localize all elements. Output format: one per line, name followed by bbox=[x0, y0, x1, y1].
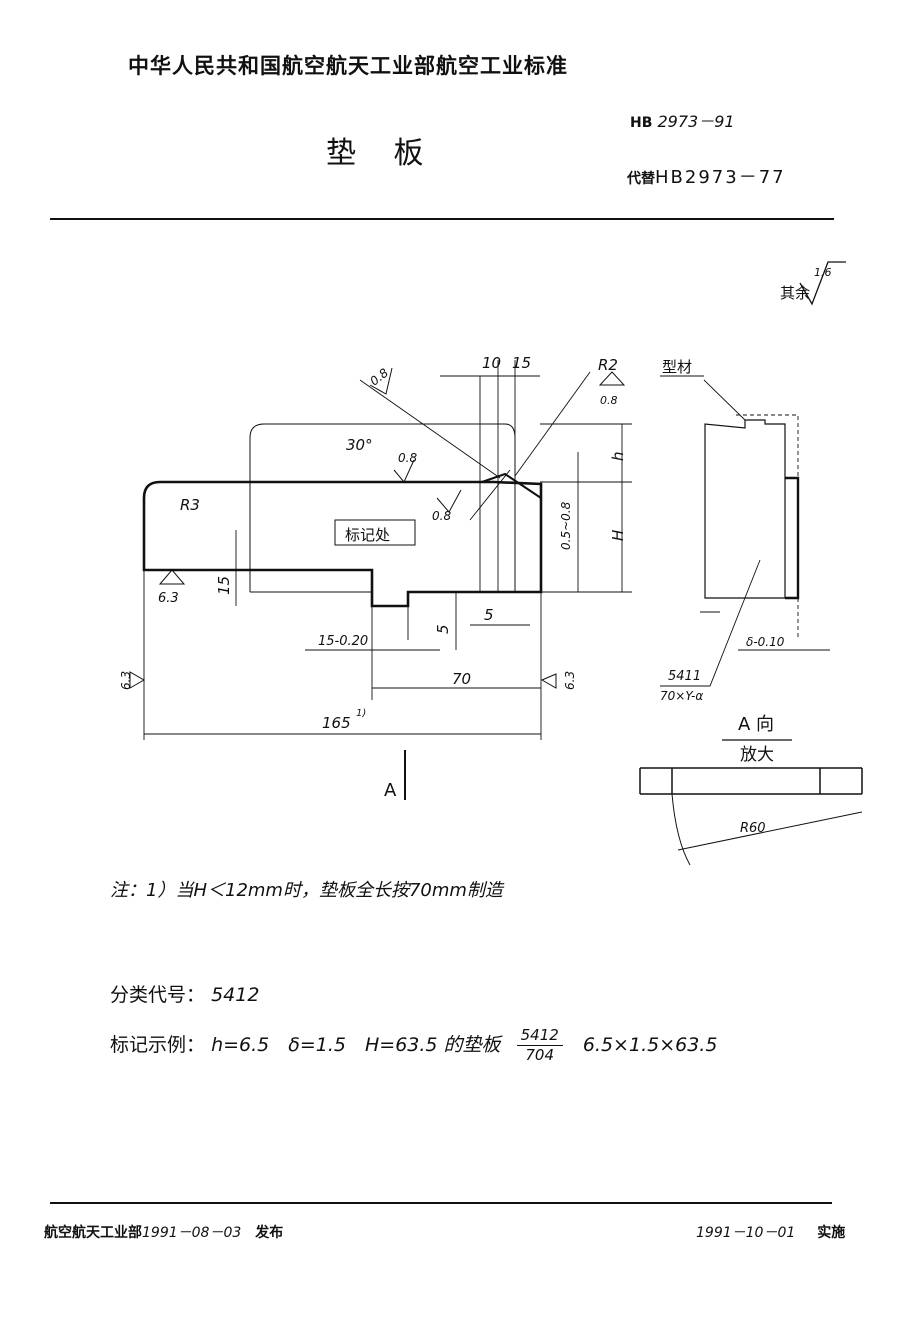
section-profile bbox=[704, 419, 786, 599]
footnote-mark: 1) bbox=[356, 708, 366, 719]
marking-frac-den: 704 bbox=[525, 1046, 555, 1064]
footer-issuer: 航空航天工业部1991－08－03 发布 bbox=[44, 1222, 283, 1242]
roughness-rest-value: 1.6 bbox=[814, 266, 832, 279]
label-marking-area: 标记处 bbox=[345, 526, 390, 544]
issue-date: 1991－08－03 bbox=[142, 1225, 242, 1241]
section-label: 型材 bbox=[662, 358, 692, 376]
footer-effective: 1991－10－01 实施 bbox=[696, 1222, 845, 1242]
dim-70: 70 bbox=[452, 670, 471, 688]
roughness-value-3: 0.8 bbox=[432, 509, 451, 523]
class-code-label: 分类代号： bbox=[110, 984, 206, 1006]
roughness-value-2: 0.8 bbox=[398, 451, 417, 465]
marking-suffix: 6.5×1.5×63.5 bbox=[582, 1034, 718, 1056]
marking-label: 标记示例： bbox=[110, 1034, 206, 1056]
classification-code: 分类代号： 5412 bbox=[110, 980, 259, 1007]
standard-prefix: HB bbox=[630, 115, 653, 131]
replaces-label: 代替 bbox=[627, 171, 655, 187]
dim-h: h bbox=[609, 451, 627, 461]
roughness-value-5: 6.3 bbox=[158, 591, 179, 606]
marking-params: h=6.5 δ=1.5 H=63.5 的垫板 bbox=[211, 1034, 501, 1056]
roughness-value-4: 0.8 bbox=[600, 394, 618, 407]
roughness-symbol-rest bbox=[799, 261, 846, 306]
roughness-value-6: 6.3 bbox=[119, 671, 133, 690]
dim-15-left: 15 bbox=[215, 576, 233, 595]
footer-rule bbox=[50, 1202, 832, 1204]
effective-label: 实施 bbox=[817, 1225, 846, 1241]
dim-r60: R60 bbox=[740, 821, 766, 836]
standard-number: HB 2973－91 bbox=[630, 108, 735, 132]
dim-5-vertical: 5 bbox=[434, 624, 452, 634]
angle-30: 30° bbox=[346, 436, 373, 454]
view-a-title: A 向 bbox=[738, 714, 774, 735]
plate-outline bbox=[142, 480, 543, 608]
view-a-subtitle: 放大 bbox=[740, 745, 774, 765]
roughness-value-7: 6.3 bbox=[563, 671, 577, 690]
dim-r2: R2 bbox=[598, 356, 618, 374]
class-code-value: 5412 bbox=[211, 984, 260, 1006]
issuer: 航空航天工业部 bbox=[44, 1225, 142, 1241]
dim-10: 10 bbox=[482, 354, 501, 372]
dim-165: 165 bbox=[322, 714, 351, 732]
dim-r3: R3 bbox=[180, 496, 200, 514]
issue-label: 发布 bbox=[255, 1225, 284, 1241]
material-denominator: 70×Y-α bbox=[660, 689, 703, 703]
standard-number-value: 2973－91 bbox=[657, 112, 735, 131]
note-1: 注：1）当H＜12mm时，垫板全长按70mm制造 bbox=[110, 880, 503, 901]
marking-frac-num: 5412 bbox=[516, 1026, 563, 1046]
dim-H: H bbox=[609, 530, 627, 541]
material-numerator: 5411 bbox=[668, 669, 701, 684]
profile-outline bbox=[249, 423, 516, 592]
dim-5-horizontal: 5 bbox=[484, 606, 494, 624]
issuing-organization: 中华人民共和国航空航天工业部航空工业标准 bbox=[128, 54, 568, 78]
technical-drawing: 其余 1.6 0.8 0.8 0.8 0.8 6.3 6.3 6.3 10 15… bbox=[119, 261, 863, 866]
delta-tolerance: δ-0.10 bbox=[746, 635, 785, 649]
dim-15-tolerance: 15-0.20 bbox=[318, 634, 368, 649]
effective-date: 1991－10－01 bbox=[696, 1225, 796, 1241]
dim-15-top: 15 bbox=[512, 354, 531, 372]
document-title: 垫 板 bbox=[326, 136, 438, 171]
replaces-code: HB2973－77 bbox=[655, 167, 786, 188]
view-a-arrow-label: A bbox=[384, 780, 397, 801]
dim-05-08: 0.5~0.8 bbox=[559, 501, 573, 550]
roughness-rest-label: 其余 bbox=[780, 284, 810, 302]
replaces-standard: 代替HB2973－77 bbox=[627, 163, 786, 189]
header-rule bbox=[50, 218, 834, 220]
